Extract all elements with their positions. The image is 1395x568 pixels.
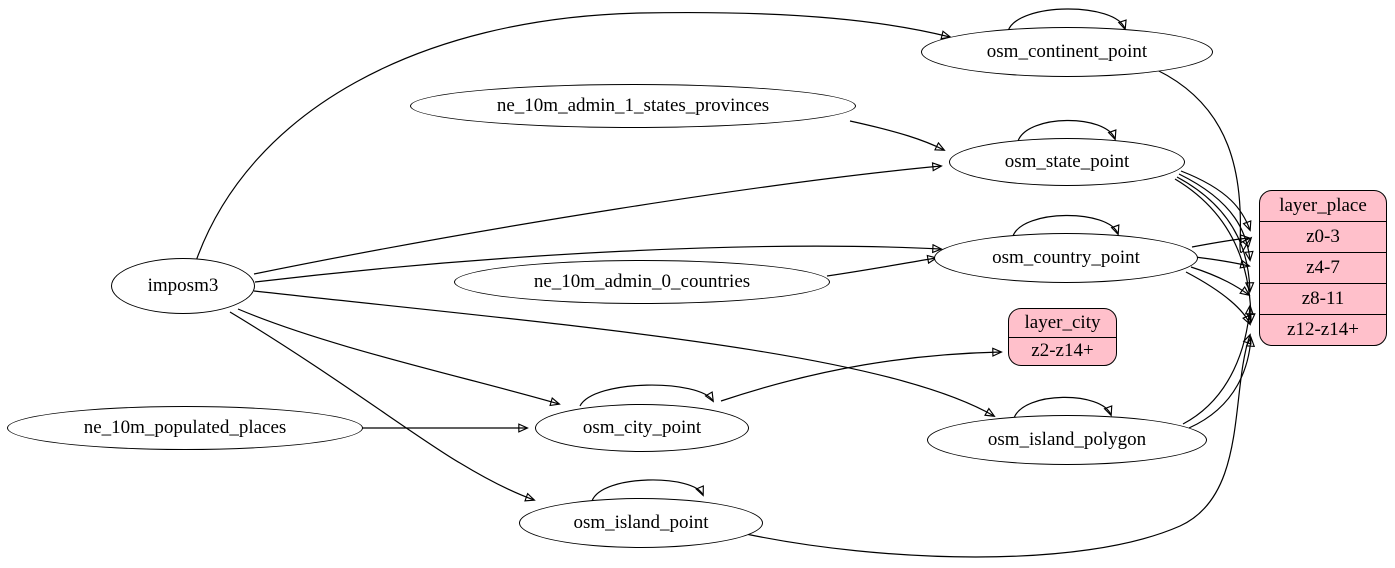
- selfloop-osm_country_point: [1012, 214, 1120, 237]
- edge-osm_country_point-layer_place-z8-11: [1190, 266, 1251, 297]
- selfloop-osm_state_point: [1017, 119, 1117, 142]
- edge-imposm3-osm_continent_point: [195, 11, 952, 262]
- node-osm_island_point: osm_island_point: [519, 498, 763, 548]
- edge-osm_state_point-layer_place-z8-11: [1176, 176, 1255, 293]
- layer-place-row-z0-3: z0-3: [1260, 221, 1386, 252]
- layer-city-title: layer_city: [1024, 311, 1101, 333]
- node-osm_country_point: osm_country_point: [934, 233, 1198, 283]
- edge-imposm3-osm_state_point: [253, 162, 943, 275]
- node-ne_10m_populated_places-label: ne_10m_populated_places: [83, 417, 287, 438]
- selfloop-osm_continent_point: [1007, 8, 1127, 32]
- node-osm_continent_point: osm_continent_point: [921, 27, 1213, 77]
- node-osm_island_polygon-label: osm_island_polygon: [987, 429, 1147, 450]
- selfloop-osm_island_polygon: [1013, 396, 1113, 419]
- node-ne_10m_admin_1_states_provinces: ne_10m_admin_1_states_provinces: [410, 84, 856, 128]
- node-osm_state_point: osm_state_point: [949, 138, 1185, 186]
- selfloop-osm_island_point: [591, 479, 704, 502]
- edge-osm_country_point-layer_place-z12-z14: [1185, 271, 1251, 326]
- node-osm_island_point-label: osm_island_point: [573, 512, 709, 533]
- edge-osm_state_point-layer_place-z0-3: [1180, 170, 1252, 232]
- edge-osm_city_point-layer_city-z2-z14: [720, 347, 1003, 402]
- selfloop-osm_city_point: [579, 384, 714, 407]
- edge-ne_10m_admin_0_countries-osm_country_point: [826, 254, 938, 277]
- layer-place-row-z8-11: z8-11: [1260, 283, 1386, 314]
- edge-osm_island_polygon-layer_place-z12-z14: [1188, 336, 1256, 429]
- node-layer_place: layer_place z0-3 z4-7 z8-11 z12-z14+: [1259, 190, 1387, 346]
- edge-osm_country_point-layer_place-z4-7: [1194, 256, 1251, 269]
- edge-osm_island_polygon-layer_place-z8-11: [1182, 304, 1255, 425]
- edge-imposm3-osm_city_point: [237, 308, 561, 407]
- edge-osm_country_point-layer_place-z0-3: [1191, 234, 1251, 248]
- edge-osm_state_point-layer_place-z4-7: [1178, 173, 1254, 262]
- edge-imposm3-osm_island_polygon: [253, 290, 996, 417]
- node-imposm3-label: imposm3: [147, 275, 219, 296]
- node-osm_city_point: osm_city_point: [535, 404, 749, 452]
- edge-osm_island_point-layer_place-z12-z14: [745, 333, 1252, 558]
- node-osm_state_point-label: osm_state_point: [1004, 151, 1130, 172]
- node-ne_10m_admin_1_states_provinces-label: ne_10m_admin_1_states_provinces: [496, 95, 770, 116]
- node-osm_country_point-label: osm_country_point: [992, 247, 1140, 268]
- node-imposm3: imposm3: [111, 258, 255, 314]
- layer-place-row-z12-z14: z12-z14+: [1260, 314, 1386, 345]
- edge-imposm3-osm_country_point: [254, 243, 943, 283]
- node-osm_continent_point-label: osm_continent_point: [986, 41, 1148, 62]
- layer-city-row-z2-z14: z2-z14+: [1009, 336, 1116, 366]
- edge-ne_10m_admin_1_states_provinces-osm_state_point: [849, 120, 946, 151]
- edge-imposm3-osm_island_point: [229, 311, 536, 502]
- node-osm_island_polygon: osm_island_polygon: [927, 415, 1207, 465]
- layer-place-row-z4-7: z4-7: [1260, 252, 1386, 283]
- node-ne_10m_admin_0_countries-label: ne_10m_admin_0_countries: [533, 271, 751, 292]
- node-ne_10m_populated_places: ne_10m_populated_places: [7, 406, 363, 450]
- node-layer_city: layer_city z2-z14+: [1008, 308, 1117, 366]
- node-ne_10m_admin_0_countries: ne_10m_admin_0_countries: [454, 260, 830, 304]
- layer-place-title: layer_place: [1279, 195, 1367, 216]
- node-osm_city_point-label: osm_city_point: [582, 417, 702, 438]
